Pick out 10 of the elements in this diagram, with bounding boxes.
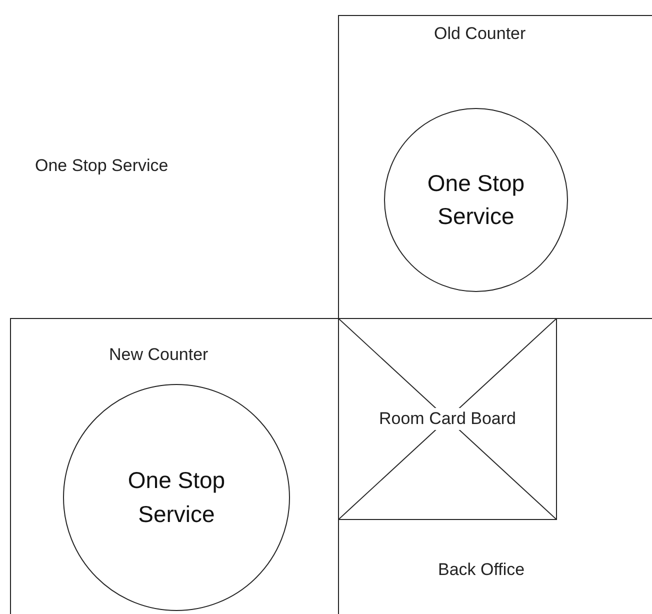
service-circle <box>63 384 290 611</box>
counter-area <box>10 318 339 614</box>
service-label: One Stop Service <box>126 466 226 528</box>
area-label: One Stop Service <box>35 156 168 176</box>
counter-label: New Counter <box>109 345 208 365</box>
service-circle <box>384 108 568 292</box>
service-label: One Stop Service <box>426 168 526 231</box>
counter-label: Old Counter <box>434 24 526 44</box>
counter-area <box>338 15 652 319</box>
room-label: Back Office <box>438 560 525 580</box>
